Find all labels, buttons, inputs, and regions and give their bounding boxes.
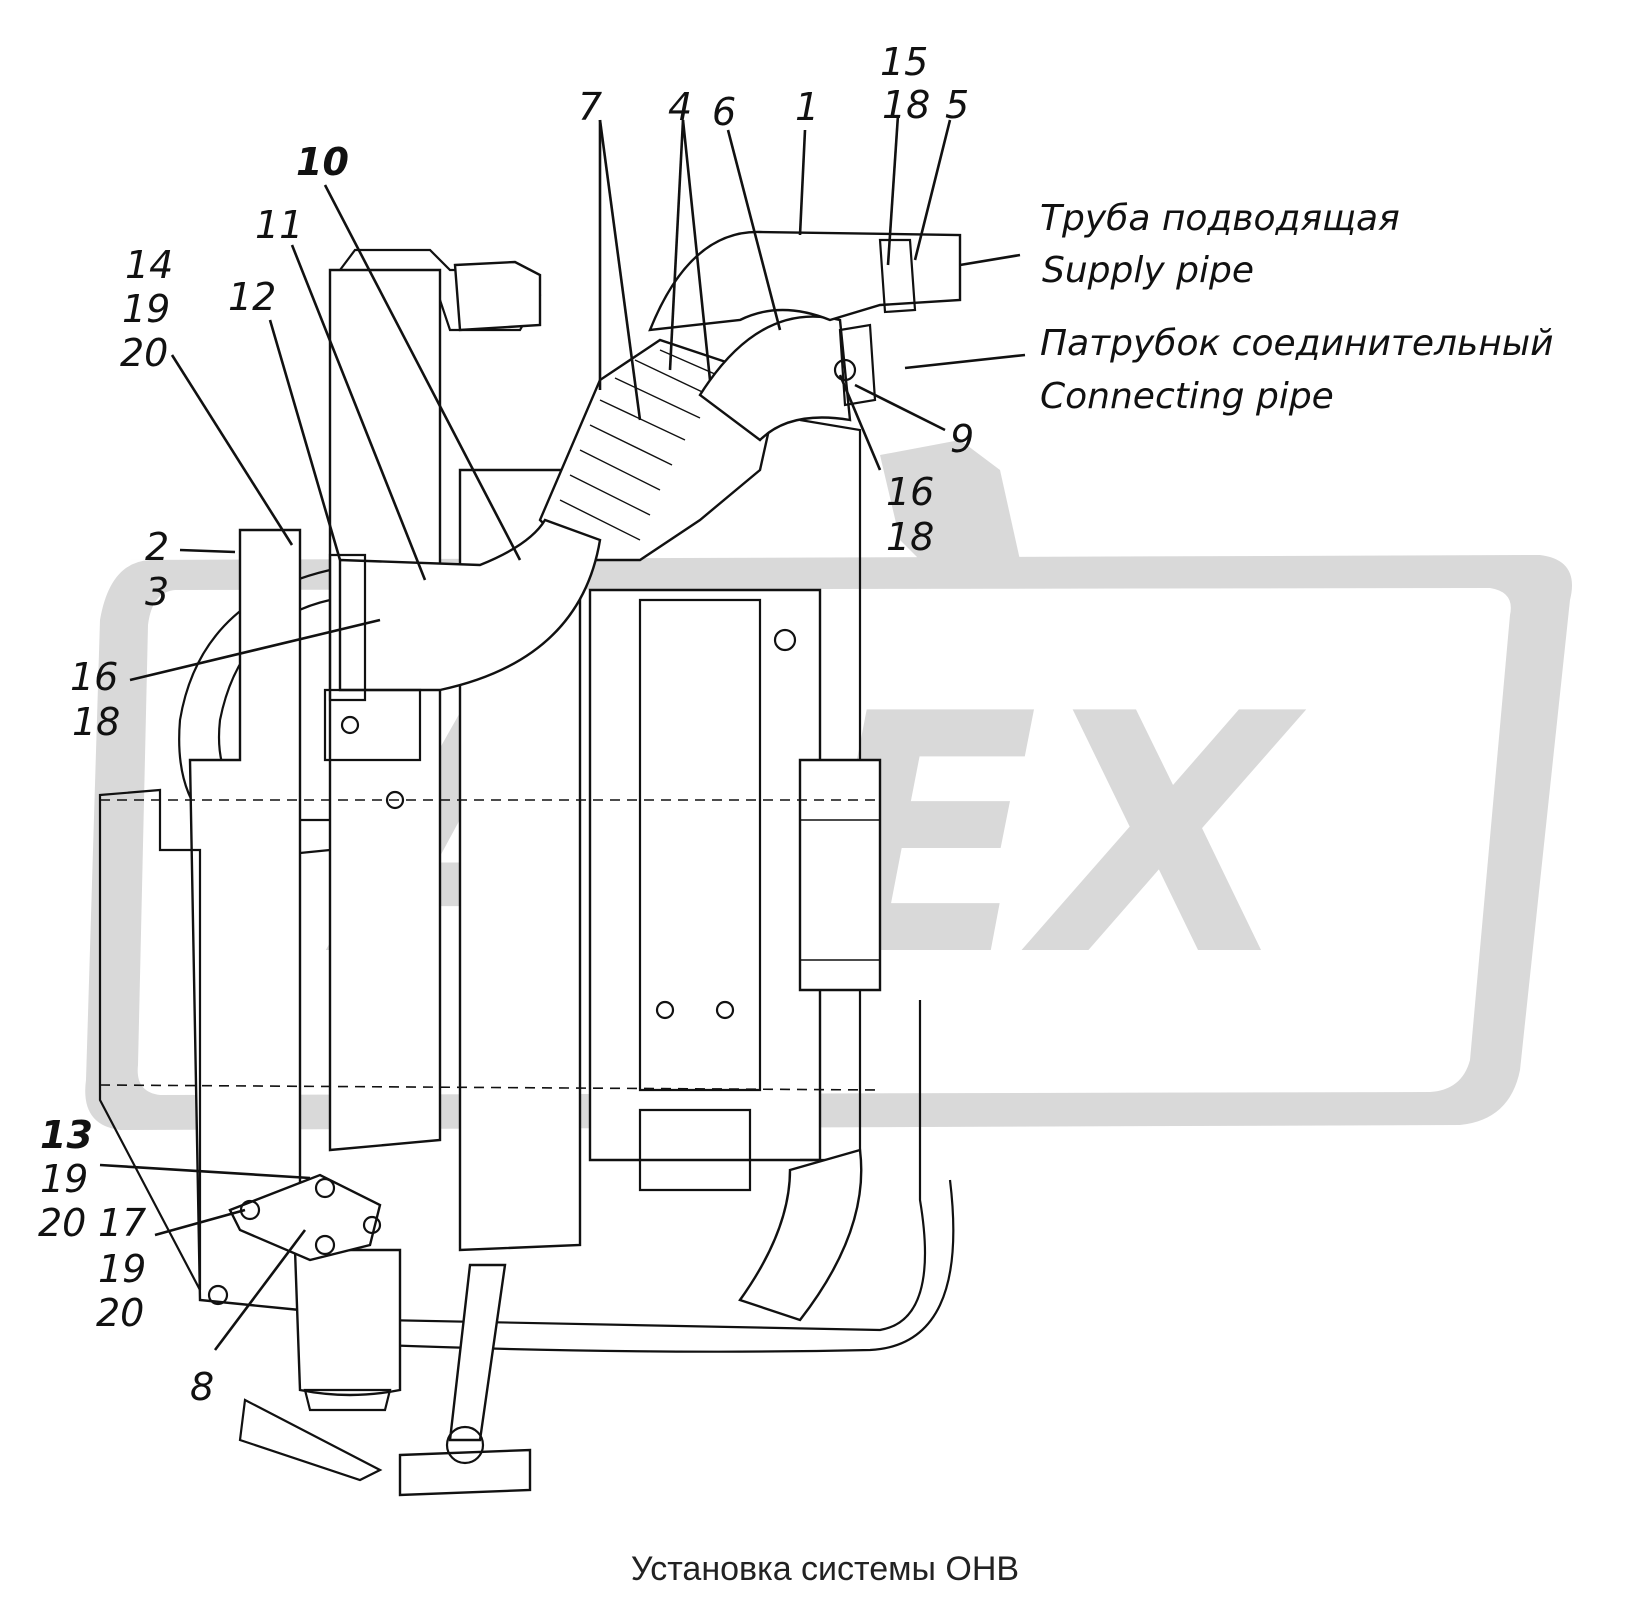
- leader-17: [154, 1208, 246, 1237]
- leader-16-left: [129, 618, 381, 682]
- side-flange: [98, 788, 202, 1291]
- filter-canister: [293, 1248, 402, 1397]
- callout-6: 6: [712, 90, 736, 134]
- leader-lines: [99, 114, 1026, 1351]
- callout-11: 11: [255, 203, 303, 247]
- plate-bolt-4: [362, 1215, 382, 1235]
- filter-cap: [303, 1388, 392, 1412]
- callout-15: 15: [880, 40, 928, 84]
- mount-plate-8: [228, 1173, 382, 1262]
- leader-11: [290, 244, 427, 581]
- frame-line-lower: [99, 1084, 881, 1091]
- callout-10: 10: [296, 140, 349, 184]
- connecting-pipe-en: Connecting pipe: [1040, 376, 1334, 417]
- watermark-gear: [880, 440, 1020, 580]
- callout-18-top: 18: [882, 83, 930, 127]
- leader-4a: [668, 119, 685, 371]
- connecting-pipe-ru: Патрубок соединительный: [1040, 323, 1554, 364]
- callouts: 15 18 5 7 4 6 1 10 11 14 19 20 12 9 16 1…: [38, 40, 974, 1409]
- supply-pipe-en: Supply pipe: [1042, 250, 1254, 291]
- leader-2: [179, 548, 236, 554]
- figure-caption: Установка системы ОНВ: [630, 1550, 1020, 1588]
- callout-16-left: 16: [70, 655, 118, 699]
- pump-unit: [638, 1108, 752, 1192]
- leader-1: [798, 129, 807, 236]
- leader-12: [268, 319, 342, 561]
- expansion-box: [453, 260, 542, 332]
- lower-loop-pipe: [379, 1000, 927, 1332]
- flange-clamp-5: [878, 238, 917, 314]
- heater-body-right: [588, 588, 822, 1162]
- detail-circle-3: [715, 1000, 735, 1020]
- callout-20-lower: 20: [38, 1201, 86, 1245]
- callout-18-left: 18: [72, 700, 120, 744]
- callout-1: 1: [795, 85, 819, 129]
- callout-9: 9: [950, 417, 974, 461]
- leader-4b: [681, 119, 712, 381]
- bottom-mount: [398, 1448, 532, 1497]
- plate-bolt-2: [314, 1177, 336, 1199]
- pipe-clamp-12: [328, 553, 367, 702]
- callout-2: 2: [145, 525, 169, 569]
- frame-bolt: [207, 1284, 229, 1306]
- callout-19-lower: 19: [40, 1157, 88, 1201]
- callout-14: 14: [125, 243, 173, 287]
- callout-17: 17: [98, 1201, 146, 1245]
- annotations: Труба подводящая Supply pipe Патрубок со…: [1040, 198, 1554, 417]
- left-elbow-pipe: [338, 518, 602, 692]
- right-hose: [738, 1148, 863, 1322]
- bolt-9: [833, 358, 857, 382]
- elbow-pipe: [698, 315, 852, 442]
- callout-20-bottom: 20: [96, 1291, 144, 1335]
- callout-19-upper: 19: [122, 287, 170, 331]
- corrugation-ribs: [559, 349, 741, 541]
- body-panel-inner: [638, 598, 762, 1092]
- callout-20-upper: 20: [120, 331, 168, 375]
- lower-loop-pipe-inner: [379, 1179, 955, 1353]
- callout-13: 13: [40, 1113, 93, 1157]
- plate-bolt-3: [314, 1234, 336, 1256]
- housing-block: [188, 528, 302, 1312]
- support-rod: [448, 1263, 507, 1442]
- leader-14: [170, 354, 294, 546]
- radiator-panel: [328, 268, 442, 1152]
- callout-3: 3: [145, 570, 169, 614]
- leader-8: [213, 1229, 307, 1351]
- callout-8: 8: [190, 1365, 214, 1409]
- detail-circle-1: [773, 628, 797, 652]
- detail-circle-2: [655, 1000, 675, 1020]
- mount-ring: [445, 1425, 485, 1465]
- leader-18-top: [886, 114, 900, 266]
- clamp-bracket: [323, 688, 422, 762]
- leader-supply: [959, 253, 1021, 267]
- supply-pipe-ru: Труба подводящая: [1040, 198, 1400, 239]
- leader-connecting: [904, 353, 1026, 370]
- callout-7: 7: [578, 85, 602, 129]
- clamp-bolt: [340, 715, 360, 735]
- leader-6: [726, 129, 782, 331]
- callout-4: 4: [668, 85, 692, 129]
- callout-5: 5: [945, 83, 969, 127]
- leader-5: [913, 119, 952, 261]
- leader-7a: [598, 119, 642, 421]
- callout-16-right: 16: [886, 470, 934, 514]
- leader-10: [323, 184, 522, 561]
- callout-12: 12: [228, 275, 276, 319]
- assembly-drawing: [98, 230, 962, 1497]
- leader-13: [99, 1163, 311, 1180]
- leader-9: [854, 383, 946, 432]
- clamp-bolt-2: [385, 790, 405, 810]
- top-supply-pipe: [648, 230, 962, 332]
- leader-16-right: [838, 374, 882, 471]
- vertical-hose: [798, 758, 882, 992]
- bottom-bracket: [238, 1398, 383, 1482]
- callout-19-bottom: 19: [98, 1247, 146, 1291]
- callout-18-right: 18: [886, 515, 934, 559]
